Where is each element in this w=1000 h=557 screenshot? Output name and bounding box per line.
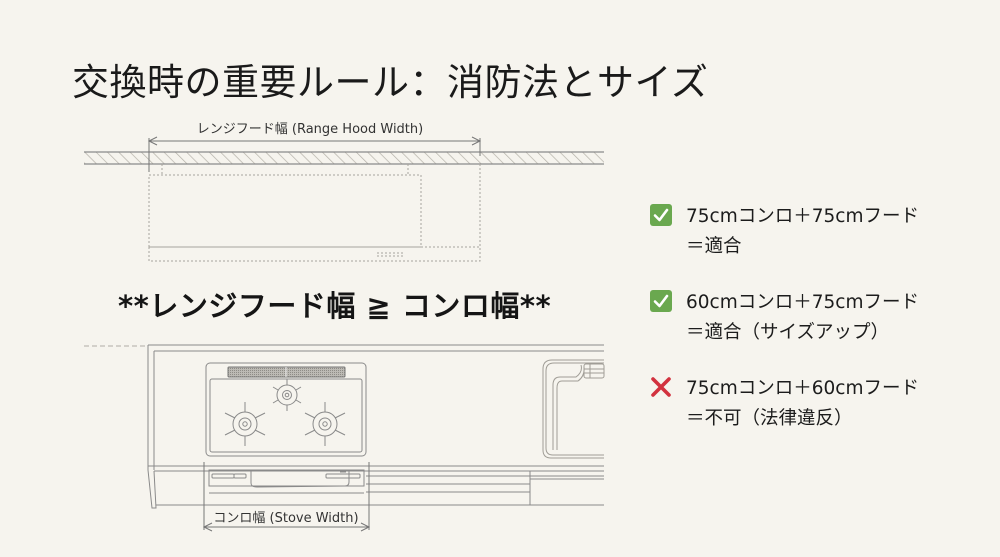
range-hood-drawing: レンジフード幅 (Range Hood Width): [84, 122, 604, 262]
legend-item-line2: ＝適合（サイズアップ）: [686, 322, 889, 343]
burner-right: [304, 402, 346, 446]
burner-center: [272, 379, 302, 411]
legend-item-ok-60-75: 60cmコンロ＋75cmフード ＝適合（サイズアップ）: [650, 288, 990, 348]
legend-item-ng-75-60: 75cmコンロ＋60cmフード ＝不可（法律違反）: [650, 374, 990, 434]
legend-item-line1: 75cmコンロ＋60cmフード: [686, 378, 919, 399]
stove-dimension-label: コンロ幅 (Stove Width): [213, 511, 358, 526]
legend-item-ok-75-75: 75cmコンロ＋75cmフード ＝適合: [650, 202, 990, 262]
page-title: 交換時の重要ルール：消防法とサイズ: [72, 61, 709, 104]
ceiling-hatch: [84, 152, 604, 164]
check-icon: [650, 204, 672, 226]
burner-left: [224, 402, 266, 446]
legend-item-line1: 60cmコンロ＋75cmフード: [686, 292, 919, 313]
stove-top: [205, 362, 367, 457]
rule-statement: **レンジフード幅 ≧ コンロ幅**: [118, 289, 552, 323]
stove-control-panel: [208, 469, 365, 494]
compatibility-legend: 75cmコンロ＋75cmフード ＝適合 60cmコンロ＋75cmフード ＝適合（…: [650, 202, 990, 460]
cross-icon: [651, 377, 671, 397]
hood-dimension-label: レンジフード幅 (Range Hood Width): [197, 122, 423, 137]
legend-item-line2: ＝不可（法律違反）: [686, 408, 853, 429]
sink: [542, 359, 605, 459]
legend-item-line1: 75cmコンロ＋75cmフード: [686, 206, 919, 227]
check-icon: [650, 290, 672, 312]
legend-item-line2: ＝適合: [686, 236, 742, 257]
kitchen-counter-drawing: [84, 344, 605, 532]
stove-dimension: [202, 462, 371, 532]
